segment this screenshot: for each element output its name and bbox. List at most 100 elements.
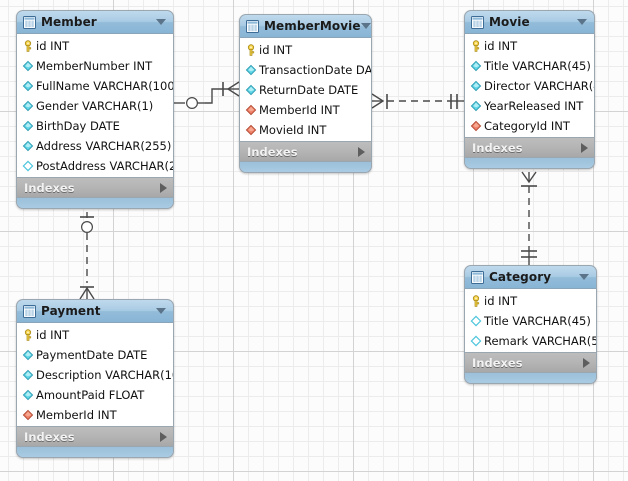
indexes-section-membermovie[interactable]: Indexes	[240, 142, 371, 162]
column-nullable-icon	[470, 335, 482, 347]
relationship-member-membermovie[interactable]	[174, 81, 240, 109]
table-header-movie[interactable]: Movie	[465, 11, 594, 34]
table-icon	[471, 15, 484, 29]
table-header-membermovie[interactable]: MemberMovie	[240, 15, 371, 38]
table-row[interactable]: ReturnDate DATE	[240, 80, 371, 100]
table-row[interactable]: BirthDay DATE	[17, 116, 173, 136]
column-label: id INT	[484, 39, 518, 53]
foreign-key-icon	[22, 409, 34, 421]
table-row[interactable]: Title VARCHAR(45)	[465, 56, 594, 76]
table-node-movie[interactable]: Movie id INT Title VARCHAR(45) Director VAR…	[464, 10, 595, 169]
primary-key-icon	[247, 44, 255, 56]
table-row[interactable]: AmountPaid FLOAT	[17, 385, 173, 405]
table-columns-member: id INT MemberNumber INT FullName VARCHAR(1…	[17, 34, 173, 178]
column-icon	[470, 100, 482, 112]
column-label: Description VARCHAR(100)	[36, 368, 173, 382]
table-title-movie: Movie	[489, 15, 530, 29]
indexes-label: Indexes	[472, 355, 523, 370]
primary-key-icon	[24, 40, 32, 52]
expand-caret-icon[interactable]	[160, 182, 167, 193]
table-node-member[interactable]: Member id INT MemberNumber INT FullName VAR…	[16, 10, 174, 209]
primary-key-icon	[24, 329, 32, 341]
column-label: FullName VARCHAR(100)	[36, 79, 174, 93]
table-row[interactable]: MovieId INT	[240, 120, 371, 140]
table-row[interactable]: id INT	[17, 36, 173, 56]
table-row[interactable]: Gender VARCHAR(1)	[17, 96, 173, 116]
column-label: Director VARCHAR(45)	[484, 79, 594, 93]
column-label: id INT	[484, 294, 518, 308]
column-label: Title VARCHAR(45)	[484, 59, 591, 73]
table-row[interactable]: id INT	[240, 40, 371, 60]
collapse-caret-icon[interactable]	[156, 19, 166, 25]
column-icon	[22, 60, 34, 72]
column-icon	[22, 120, 34, 132]
foreign-key-icon	[245, 104, 257, 116]
column-label: AmountPaid FLOAT	[36, 388, 145, 402]
table-columns-movie: id INT Title VARCHAR(45) Director VARCHAR(…	[465, 34, 594, 138]
expand-caret-icon[interactable]	[160, 431, 167, 442]
table-row[interactable]: Address VARCHAR(255)	[17, 136, 173, 156]
column-label: MemberId INT	[259, 103, 340, 117]
relationship-membermovie-movie[interactable]	[371, 93, 464, 109]
table-row[interactable]: TransactionDate DATE	[240, 60, 371, 80]
indexes-section-member[interactable]: Indexes	[17, 178, 173, 198]
column-label: MemberNumber INT	[36, 59, 153, 73]
indexes-section-category[interactable]: Indexes	[465, 353, 596, 373]
table-header-category[interactable]: Category	[465, 266, 596, 289]
column-icon	[22, 369, 34, 381]
table-columns-membermovie: id INT TransactionDate DATE ReturnDate DAT…	[240, 38, 371, 142]
table-node-payment[interactable]: Payment id INT PaymentDate DATE Description…	[16, 299, 174, 458]
table-row[interactable]: id INT	[465, 291, 596, 311]
column-label: id INT	[36, 328, 70, 342]
table-row[interactable]: id INT	[465, 36, 594, 56]
relationship-movie-category[interactable]	[521, 171, 537, 265]
relationship-member-payment[interactable]	[79, 212, 95, 300]
column-label: id INT	[259, 43, 293, 57]
table-columns-category: id INT Title VARCHAR(45)Remark VARCHAR(50…	[465, 289, 596, 353]
table-row[interactable]: Remark VARCHAR(500)	[465, 331, 596, 351]
column-label: MemberId INT	[36, 408, 117, 422]
table-title-payment: Payment	[41, 304, 101, 318]
column-icon	[470, 80, 482, 92]
column-icon	[22, 389, 34, 401]
table-row[interactable]: MemberId INT	[240, 100, 371, 120]
column-label: id INT	[36, 39, 70, 53]
table-row[interactable]: id INT	[17, 325, 173, 345]
column-nullable-icon	[22, 160, 34, 172]
table-node-category[interactable]: Category id INT Title VARCHAR(45)Remark VA…	[464, 265, 597, 384]
expand-caret-icon[interactable]	[581, 142, 588, 153]
table-row[interactable]: Director VARCHAR(45)	[465, 76, 594, 96]
column-label: ReturnDate DATE	[259, 83, 359, 97]
expand-caret-icon[interactable]	[358, 146, 365, 157]
indexes-section-movie[interactable]: Indexes	[465, 138, 594, 158]
collapse-caret-icon[interactable]	[577, 19, 587, 25]
table-row[interactable]: Title VARCHAR(45)	[465, 311, 596, 331]
column-label: YearReleased INT	[484, 99, 584, 113]
table-row[interactable]: MemberNumber INT	[17, 56, 173, 76]
column-icon	[22, 100, 34, 112]
table-row[interactable]: FullName VARCHAR(100)	[17, 76, 173, 96]
collapse-caret-icon[interactable]	[360, 23, 371, 29]
table-header-member[interactable]: Member	[17, 11, 173, 34]
collapse-caret-icon[interactable]	[156, 308, 166, 314]
indexes-label: Indexes	[472, 140, 523, 155]
indexes-section-payment[interactable]: Indexes	[17, 427, 173, 447]
expand-caret-icon[interactable]	[583, 357, 590, 368]
table-header-payment[interactable]: Payment	[17, 300, 173, 323]
column-icon	[245, 84, 257, 96]
table-row[interactable]: YearReleased INT	[465, 96, 594, 116]
table-row[interactable]: CategoryId INT	[465, 116, 594, 136]
column-label: TransactionDate DATE	[259, 63, 372, 77]
table-row[interactable]: MemberId INT	[17, 405, 173, 425]
column-label: Gender VARCHAR(1)	[36, 99, 154, 113]
column-label: MovieId INT	[259, 123, 327, 137]
table-node-membermovie[interactable]: MemberMovie id INT TransactionDate DATE Ret…	[239, 14, 372, 173]
collapse-caret-icon[interactable]	[579, 274, 589, 280]
indexes-label: Indexes	[24, 180, 75, 195]
table-footer-category	[465, 373, 596, 383]
table-icon	[471, 270, 484, 284]
table-row[interactable]: PostAddress VARCHAR(255)	[17, 156, 173, 176]
table-row[interactable]: PaymentDate DATE	[17, 345, 173, 365]
table-row[interactable]: Description VARCHAR(100)	[17, 365, 173, 385]
